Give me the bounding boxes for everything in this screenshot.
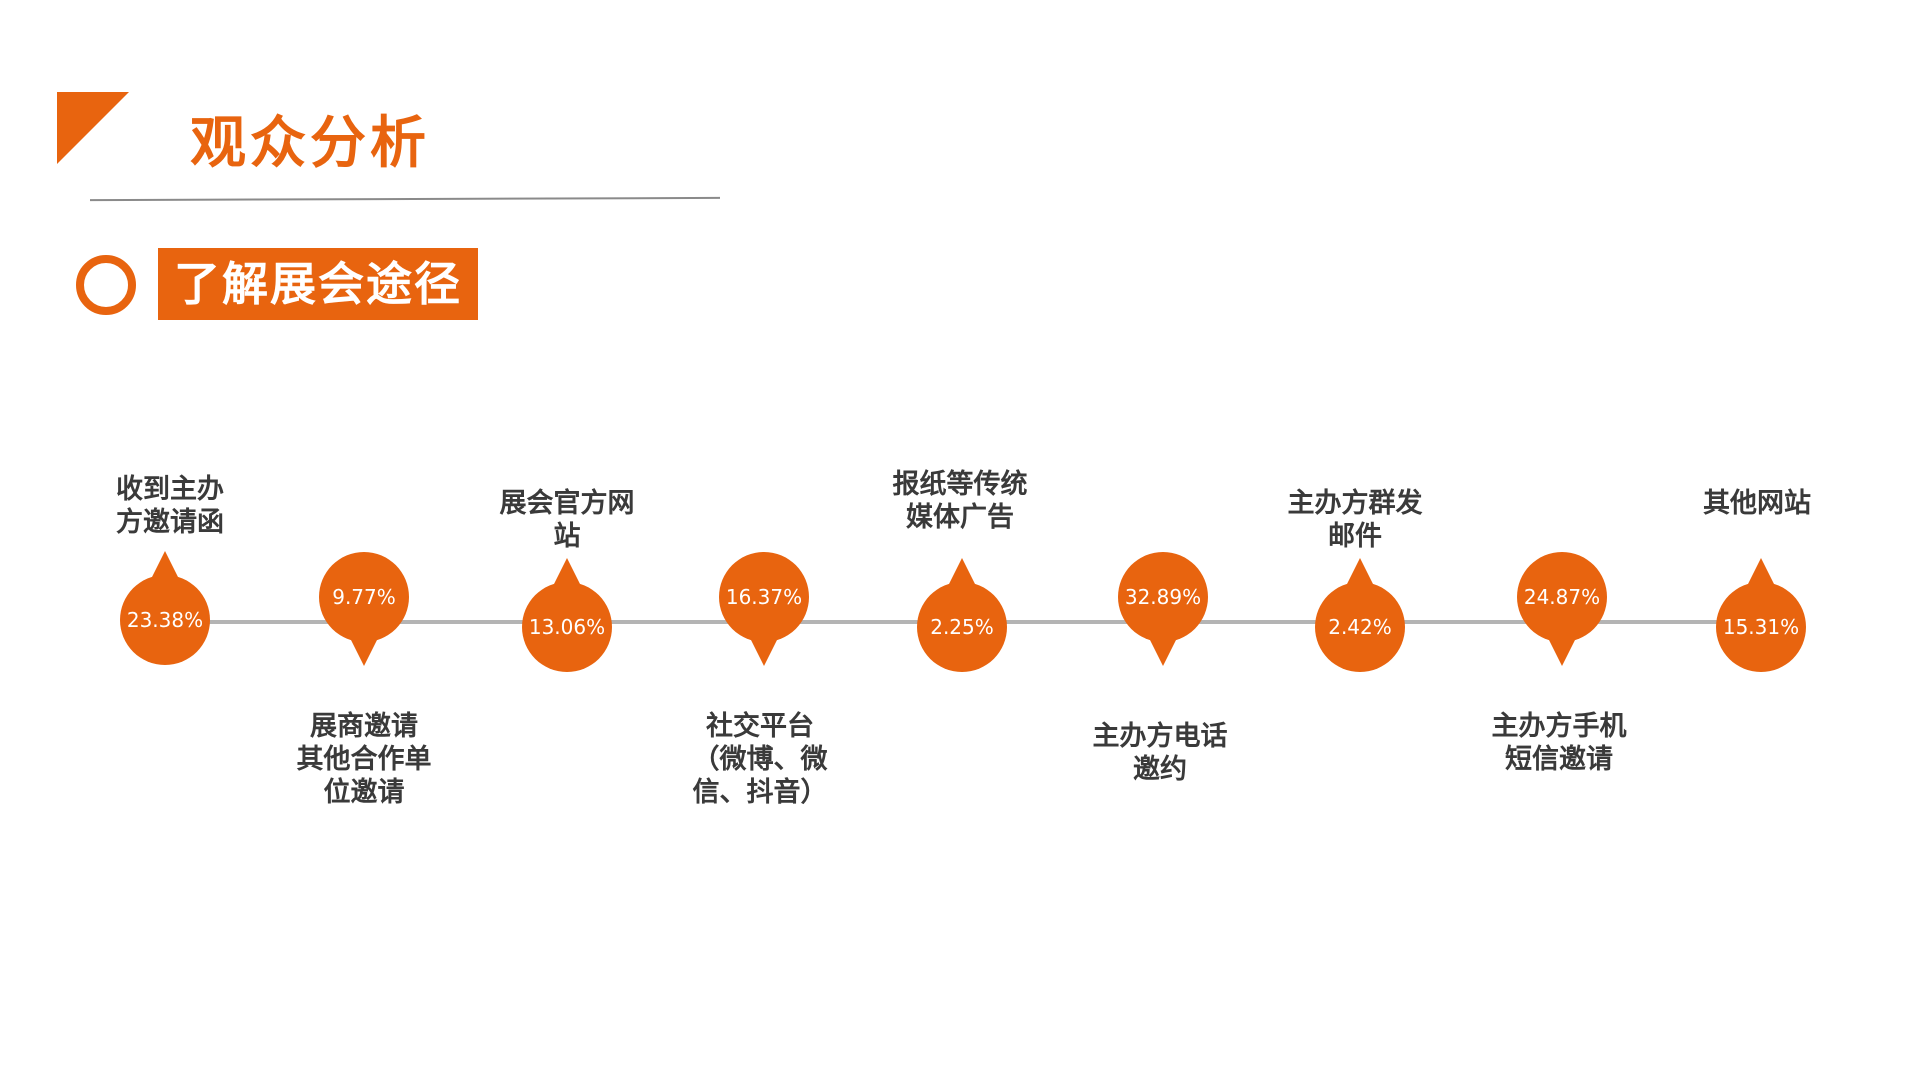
timeline-label: 主办方手机 短信邀请 [1491,711,1627,775]
timeline-node: 13.06% [522,582,612,672]
section-title: 了解展会途径 [158,248,478,320]
timeline-node: 2.42% [1315,582,1405,672]
timeline-label: 主办方电话 邀约 [1092,721,1228,785]
timeline-node: 16.37% [719,552,809,642]
timeline-label: 主办方群发 邮件 [1287,488,1423,552]
timeline-label: 展会官方网 站 [499,488,635,552]
title-divider [89,196,721,202]
page-title: 观众分析 [190,111,430,176]
timeline-node: 24.87% [1517,552,1607,642]
timeline-label: 报纸等传统 媒体广告 [892,469,1028,533]
timeline-node: 2.25% [917,582,1007,672]
timeline-label: 收到主办 方邀请函 [116,474,224,538]
timeline-node: 23.38% [120,575,210,665]
timeline-node: 32.89% [1118,552,1208,642]
corner-triangle-decoration [57,92,129,164]
timeline-node: 15.31% [1716,582,1806,672]
timeline-node: 9.77% [319,552,409,642]
timeline-label: 展商邀请 其他合作单 位邀请 [296,711,432,808]
timeline-label: 其他网站 [1703,488,1811,519]
ring-icon [76,255,136,315]
timeline-label: 社交平台 （微博、微 信、抖音） [692,711,828,808]
